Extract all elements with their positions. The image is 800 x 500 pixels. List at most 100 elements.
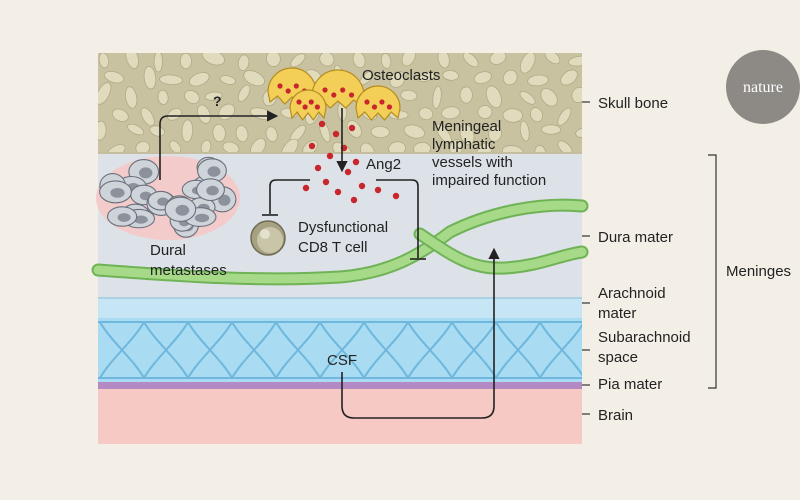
bone-pore (489, 53, 507, 65)
ang2-dot (326, 152, 334, 160)
tumor-cell-nucleus (157, 197, 169, 206)
trabecula-fiber (539, 323, 582, 379)
bone-pore (477, 105, 493, 119)
lymphatic-label-line-3: vessels with (432, 154, 513, 171)
meningeal-lymphatic-vessels (91, 198, 589, 286)
bone-pore (157, 89, 169, 105)
trabecula-fiber (363, 321, 409, 379)
pia-mater-label: Pia mater (598, 376, 662, 393)
tumor-cell-nucleus (117, 213, 131, 222)
bone-pore (111, 108, 129, 122)
ang2-dot (350, 196, 358, 204)
brand-text: nature (743, 79, 783, 96)
meninges-label: Meninges (726, 263, 791, 280)
ang2-inhibits-lymphatics-line (376, 179, 419, 258)
bone-pore (541, 124, 562, 135)
osteoclast-nucleus (340, 87, 346, 93)
osteoclast-nucleus (302, 104, 308, 110)
brain-layer (98, 389, 582, 444)
trabecula-fiber (99, 321, 145, 379)
dysfunctional-cd8-label: Dysfunctional CD8 T cell (298, 219, 392, 256)
ang2-dot (344, 168, 352, 176)
ang2-label: Ang2 (366, 156, 401, 173)
osteoclast-nucleus (296, 99, 302, 105)
bone-pore (502, 108, 524, 123)
trabecula-fiber (231, 321, 277, 379)
skull-bone-layer (98, 53, 582, 153)
dural-metastases-line-2: metastases (150, 262, 227, 279)
bone-pore (250, 138, 266, 153)
tumor-cell-nucleus (110, 187, 125, 198)
bone-pore (265, 126, 278, 143)
bone-pore (519, 90, 536, 105)
csf-drainage-arrow (341, 247, 500, 419)
trabecula-fiber (187, 321, 233, 379)
bone-pore (179, 53, 192, 70)
bone-pore (98, 82, 112, 105)
bone-pore (435, 123, 452, 145)
lymphatic-vessel-branch-fill (415, 229, 587, 273)
osteoclast-nucleus (322, 87, 328, 93)
ang2-dot (358, 182, 366, 190)
osteoclast-nucleus (277, 83, 283, 89)
bone-pore (380, 53, 392, 69)
bone-pore (237, 54, 250, 72)
arachnoid-mater-label: Arachnoid mater (598, 285, 670, 322)
pia-mater-layer (98, 382, 582, 389)
bone-pore (103, 70, 125, 84)
osteoclast-nucleus (293, 83, 299, 89)
bone-pore (389, 71, 406, 88)
bone-pore (575, 127, 582, 138)
subarachnoid-line-1: Subarachnoid (598, 329, 691, 346)
bone-pore (98, 53, 110, 69)
bone-pore (544, 53, 561, 65)
osteoclast-nucleus (331, 92, 337, 98)
tumor-cell-nucleus (175, 204, 190, 216)
bone-pore (401, 53, 416, 67)
ang2-inhibits-tcell-line (269, 179, 310, 214)
trabecula-fiber (275, 321, 321, 379)
bone-pore (441, 106, 461, 120)
bone-pore (476, 142, 493, 153)
bone-pore (571, 86, 582, 103)
skull-bone-label: Skull bone (598, 95, 668, 112)
bone-pore (265, 53, 281, 67)
bone-pore (488, 125, 502, 142)
ang2-dot (322, 178, 330, 186)
subarachnoid-background (98, 318, 582, 382)
bone-pore (462, 53, 479, 68)
question-mark-label: ? (213, 93, 222, 109)
bone-pore (388, 141, 407, 153)
tumor-cell-nucleus (133, 215, 148, 224)
bone-pore (519, 120, 530, 142)
dura-mater-label: Dura mater (598, 229, 673, 246)
bone-pore (219, 75, 236, 85)
bone-pore (557, 107, 572, 126)
cd8-t-cell (250, 220, 286, 256)
bone-pore (166, 108, 182, 121)
lymphatic-label-line-1: Meningeal (432, 118, 501, 135)
bone-pore (98, 120, 107, 141)
bone-pore (442, 70, 459, 81)
bone-pore (143, 66, 157, 90)
bone-pore (159, 74, 183, 86)
bone-pore (403, 124, 425, 139)
osteoclast (355, 85, 401, 121)
csf-label: CSF (327, 352, 357, 369)
osteoclast (311, 69, 365, 109)
osteoclast-nucleus (379, 99, 385, 105)
bone-pore (432, 85, 442, 109)
tumor-cell-nucleus (139, 167, 153, 179)
bone-pore (135, 141, 151, 153)
arachnoid-line-1: Arachnoid (598, 285, 666, 302)
layer-label-ticks (582, 101, 590, 415)
bone-pore (459, 86, 473, 104)
dysfunctional-cd8-line-1: Dysfunctional (298, 219, 388, 236)
osteoclast-nucleus (386, 104, 393, 110)
pathway-arrows (159, 108, 500, 419)
arachnoid-mater-layer (98, 298, 582, 318)
bone-pore (153, 53, 163, 73)
ang2-dot (318, 120, 326, 128)
arachnoid-line-2: mater (598, 305, 636, 322)
